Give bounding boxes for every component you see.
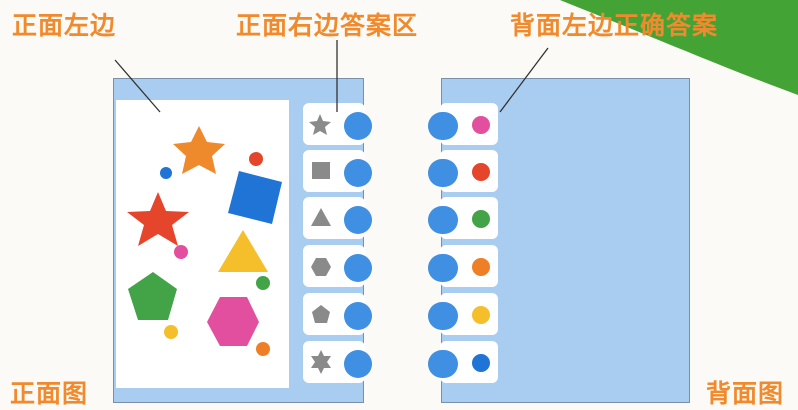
gray-square-icon bbox=[312, 162, 330, 179]
gray-star-icon bbox=[309, 114, 331, 135]
label-front-view: 正面图 bbox=[10, 379, 89, 408]
leader-line-front-left bbox=[114, 59, 161, 113]
back-pill-6 bbox=[428, 350, 458, 378]
gray-six-point-star-icon bbox=[311, 350, 331, 374]
orange-star-icon bbox=[173, 126, 225, 174]
back-pill-3 bbox=[428, 206, 458, 234]
dot-green bbox=[472, 210, 490, 228]
red-dot-icon bbox=[249, 152, 263, 166]
orange-dot-icon bbox=[256, 342, 270, 356]
answer-pill-6 bbox=[344, 350, 372, 378]
label-front-left: 正面左边 bbox=[12, 11, 117, 40]
pink-dot-icon bbox=[174, 245, 188, 259]
back-pill-4 bbox=[428, 254, 458, 282]
green-dot-icon bbox=[256, 276, 270, 290]
label-back-view: 背面图 bbox=[706, 379, 785, 408]
answer-pill-5 bbox=[344, 302, 372, 330]
answer-pill-2 bbox=[344, 159, 372, 187]
gray-hexagon-icon bbox=[311, 258, 331, 276]
gray-triangle-icon bbox=[311, 208, 331, 226]
pink-hexagon-icon bbox=[207, 297, 259, 346]
dot-pink bbox=[472, 116, 490, 134]
answer-pill-1 bbox=[344, 112, 372, 140]
back-pill-1 bbox=[428, 112, 458, 140]
dot-red bbox=[472, 163, 490, 181]
red-star-icon bbox=[127, 192, 189, 246]
dot-blue bbox=[472, 354, 490, 372]
dot-yellow bbox=[472, 306, 490, 324]
gray-pentagon-icon bbox=[312, 305, 330, 323]
blue-square-icon bbox=[228, 171, 282, 224]
yellow-dot-icon bbox=[164, 325, 178, 339]
leader-line-back-left bbox=[499, 47, 549, 113]
label-back-left-correct: 背面左边正确答案 bbox=[510, 11, 719, 40]
dot-orange bbox=[472, 258, 490, 276]
answer-pill-4 bbox=[344, 254, 372, 282]
back-pill-2 bbox=[428, 159, 458, 187]
yellow-triangle-icon bbox=[218, 230, 268, 272]
label-front-right-answer: 正面右边答案区 bbox=[236, 11, 419, 40]
back-card bbox=[428, 78, 690, 403]
blue-dot-icon bbox=[160, 167, 172, 179]
answer-pill-3 bbox=[344, 206, 372, 234]
back-pill-5 bbox=[428, 302, 458, 330]
green-pentagon-icon bbox=[128, 272, 177, 320]
